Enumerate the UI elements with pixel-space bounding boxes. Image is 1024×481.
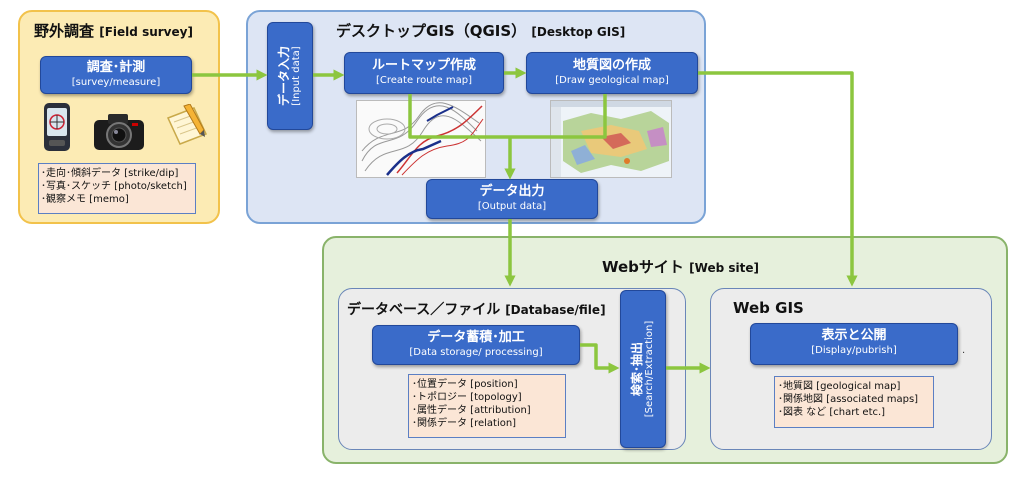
note-item: ･地質図 [geological map] [778,381,901,392]
note-item: ･トポロジー [topology] [412,392,522,403]
website-title: Webサイト [Web site] [602,258,759,276]
gps-device-icon [43,102,71,152]
webgis-title: Web GIS [733,299,804,317]
survey-measure-button[interactable]: 調査･計測 [survey/measure] [40,56,192,94]
route-map-sub: [Create route map] [375,75,473,86]
display-publish-sub: [Display/pubrish] [811,345,897,356]
create-route-map-button[interactable]: ルートマップ作成 [Create route map] [344,52,504,94]
survey-measure-sub: [survey/measure] [71,77,161,88]
geological-map-thumbnail [550,100,672,178]
note-item: ･位置データ [position] [412,379,518,390]
note-item: ･関係地図 [associated maps] [778,394,919,405]
output-data-sub: [Output data] [477,201,547,212]
field-survey-title: 野外調査 [Field survey] [34,22,193,40]
database-title: データベース／ファイル [Database/file] [347,302,606,318]
arrow-storage-to-search [580,343,620,374]
output-data-label: データ出力 [479,184,545,199]
arrow-geo-down [510,94,607,139]
webgis-notes: ･地質図 [geological map] ･関係地図 [associated … [774,376,934,428]
database-notes: ･位置データ [position] ･トポロジー [topology] ･属性デ… [408,374,566,438]
arrow-route-down [408,94,510,139]
note-item: ･属性データ [attribution] [412,405,531,416]
camera-icon [92,112,148,152]
geo-map-label: 地質図の作成 [572,58,651,73]
output-data-button[interactable]: データ出力 [Output data] [426,179,598,219]
desktop-gis-title: デスクトップGIS（QGIS） [Desktop GIS] [336,22,626,40]
note-item: ･関係データ [relation] [412,418,517,429]
note-item: ･観察メモ [memo] [41,194,129,205]
route-map-thumbnail [356,100,486,178]
route-map-label: ルートマップ作成 [371,58,476,73]
display-publish-label: 表示と公開 [821,328,887,343]
data-storage-label: データ蓄積･加工 [427,330,525,345]
notebook-pencil-icon [164,103,210,148]
field-survey-notes: ･走向･傾斜データ [strike/dip] ･写真･スケッチ [photo/s… [38,163,196,214]
survey-measure-label: 調査･計測 [86,60,146,75]
data-storage-sub: [Data storage/ processing] [409,347,543,358]
data-storage-button[interactable]: データ蓄積･加工 [Data storage/ processing] [372,325,580,365]
note-item: ･図表 など [chart etc.] [778,407,886,418]
note-item: ･走向･傾斜データ [strike/dip] [41,168,179,179]
search-extraction-button[interactable]: 検索･抽出 [Search/Extraction] [620,290,666,448]
arrow-geo-to-webgis [698,71,858,287]
stray-mark: . [962,345,966,356]
display-publish-button[interactable]: 表示と公開 [Display/pubrish] [750,323,958,365]
geo-map-sub: [Draw geological map] [555,75,669,86]
note-item: ･写真･スケッチ [photo/sketch] [41,181,187,192]
